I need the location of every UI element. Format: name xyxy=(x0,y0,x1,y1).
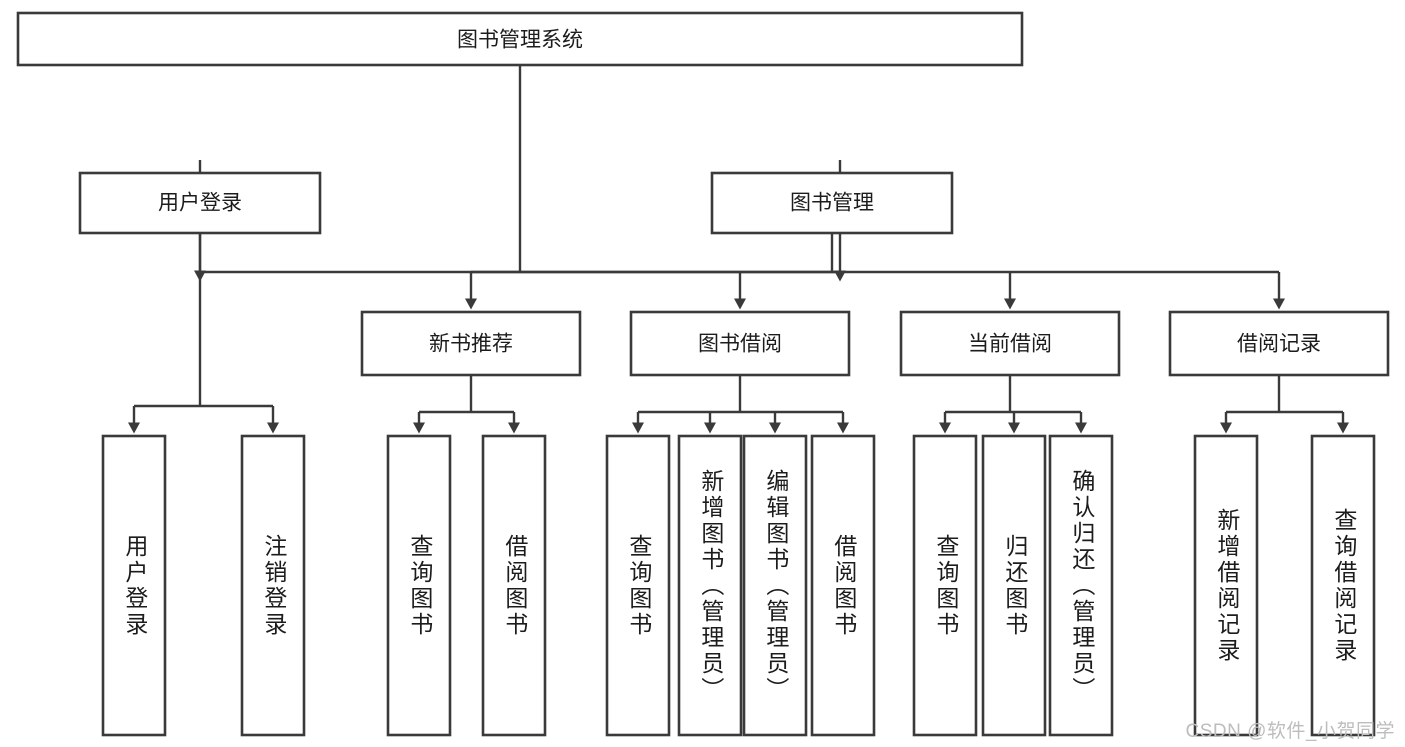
leaf-node-box[interactable] xyxy=(981,434,1047,737)
node-book-borrow-label: 图书借阅 xyxy=(698,333,782,356)
node-book-management-label: 图书管理 xyxy=(790,192,874,215)
node-user-login-box[interactable] xyxy=(78,171,322,235)
leaf-node-box[interactable] xyxy=(742,434,808,737)
node-user-login-label: 用户登录 xyxy=(158,192,242,215)
leaf-node-box[interactable] xyxy=(810,434,876,737)
connector-group-current-borrow xyxy=(939,375,1087,434)
connector-group-book-borrow xyxy=(632,375,849,434)
connector-group-user-login xyxy=(128,233,279,434)
node-borrow-record-box[interactable] xyxy=(1168,310,1390,377)
connector-group-book-management xyxy=(465,233,1285,310)
node-book-borrow[interactable]: 图书借阅 xyxy=(629,310,851,377)
node-new-book-recommend-label: 新书推荐 xyxy=(429,333,513,356)
node-user-login[interactable]: 用户登录 xyxy=(78,171,322,235)
node-new-book-recommend[interactable]: 新书推荐 xyxy=(360,310,582,377)
node-new-book-recommend-box[interactable] xyxy=(360,310,582,377)
node-current-borrow-label: 当前借阅 xyxy=(968,333,1052,356)
node-borrow-record[interactable]: 借阅记录 xyxy=(1168,310,1390,377)
leaf-node-box[interactable] xyxy=(1310,434,1376,737)
leaf-node-box[interactable] xyxy=(677,434,743,737)
node-current-borrow[interactable]: 当前借阅 xyxy=(899,310,1121,377)
node-book-management[interactable]: 图书管理 xyxy=(710,171,954,235)
connector-group-borrow-record xyxy=(1220,375,1349,434)
leaf-node-box[interactable] xyxy=(1193,434,1259,737)
node-book-borrow-box[interactable] xyxy=(629,310,851,377)
connector-group-new-book xyxy=(413,375,520,434)
leaf-node-box[interactable] xyxy=(605,434,671,737)
node-book-management-box[interactable] xyxy=(710,171,954,235)
leaf-node-box[interactable] xyxy=(240,434,306,737)
connector-group-root xyxy=(194,65,846,282)
node-root[interactable]: 图书管理系统 xyxy=(16,11,1024,67)
leaf-node-box[interactable] xyxy=(481,434,547,737)
leaf-node-box[interactable] xyxy=(1048,434,1114,737)
leaf-node-box[interactable] xyxy=(912,434,978,737)
node-root-label: 图书管理系统 xyxy=(457,29,583,52)
leaf-node-box[interactable] xyxy=(101,434,167,737)
node-borrow-record-label: 借阅记录 xyxy=(1237,333,1321,356)
watermark-text: CSDN @软件_小贺同学 xyxy=(1185,721,1395,742)
leaf-box-group xyxy=(101,434,1376,737)
leaf-node-box[interactable] xyxy=(386,434,452,737)
node-current-borrow-box[interactable] xyxy=(899,310,1121,377)
node-root-box[interactable] xyxy=(16,11,1024,67)
